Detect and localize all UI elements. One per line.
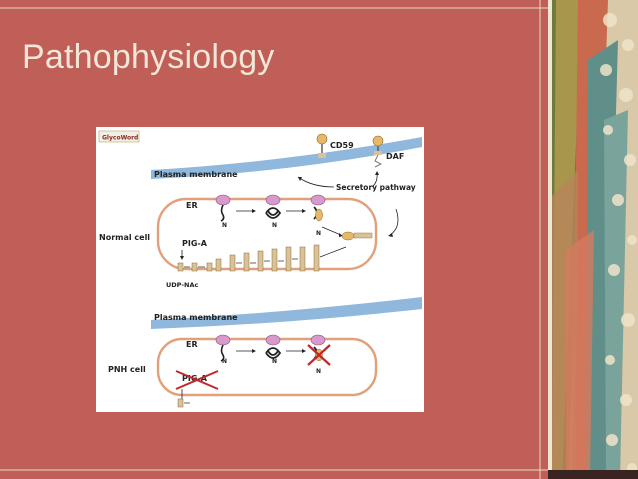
glycoword-logo: GlycoWord [102, 135, 138, 142]
secretory-arrow-1 [297, 176, 335, 188]
gpi-anchored-protein-er [341, 231, 373, 241]
n-label-6: N [316, 368, 321, 375]
er-label-normal: ER [186, 201, 198, 210]
secretory-pathway-label: Secretory pathway [336, 183, 416, 192]
plasma-membrane-bottom [151, 297, 422, 329]
cd59-label: CD59 [330, 141, 354, 150]
normal-cell-label: Normal cell [99, 233, 150, 242]
pnh-cell-label: PNH cell [108, 365, 146, 374]
plasma-membrane-label-top: Plasma membrane [154, 170, 238, 179]
slide-title: Pathophysiology [22, 38, 275, 76]
gpi-synthesis-start-pnh [177, 398, 184, 408]
plasma-membrane-top [151, 137, 422, 179]
decorative-side-pattern [548, 0, 638, 479]
daf-protein [372, 135, 384, 168]
n-label-4: N [222, 358, 227, 365]
ribosome-1 [215, 194, 231, 222]
plasma-membrane-label-bottom: Plasma membrane [154, 313, 238, 322]
udp-nac-label: UDP-NAc [166, 281, 198, 289]
n-label-1: N [222, 222, 227, 229]
daf-label: DAF [386, 152, 404, 161]
ribosome-4 [215, 334, 231, 362]
secretory-arrow-3 [389, 208, 399, 236]
blocked-anchor-cross [307, 344, 331, 366]
gpi-synthesis-steps [177, 244, 320, 272]
pig-a-defect-cross [175, 370, 219, 390]
n-label-5: N [272, 358, 277, 365]
ribosome-2 [265, 194, 282, 219]
er-label-pnh: ER [186, 340, 198, 349]
ribosome-3 [310, 194, 326, 222]
ribosome-5 [265, 334, 282, 359]
cd59-protein [316, 133, 328, 158]
n-label-3: N [316, 230, 321, 237]
gpi-anchor-diagram: GlycoWord Plasma membrane CD59 DAF [96, 127, 424, 412]
pig-a-label-normal: PIG-A [182, 239, 208, 248]
n-label-2: N [272, 222, 277, 229]
